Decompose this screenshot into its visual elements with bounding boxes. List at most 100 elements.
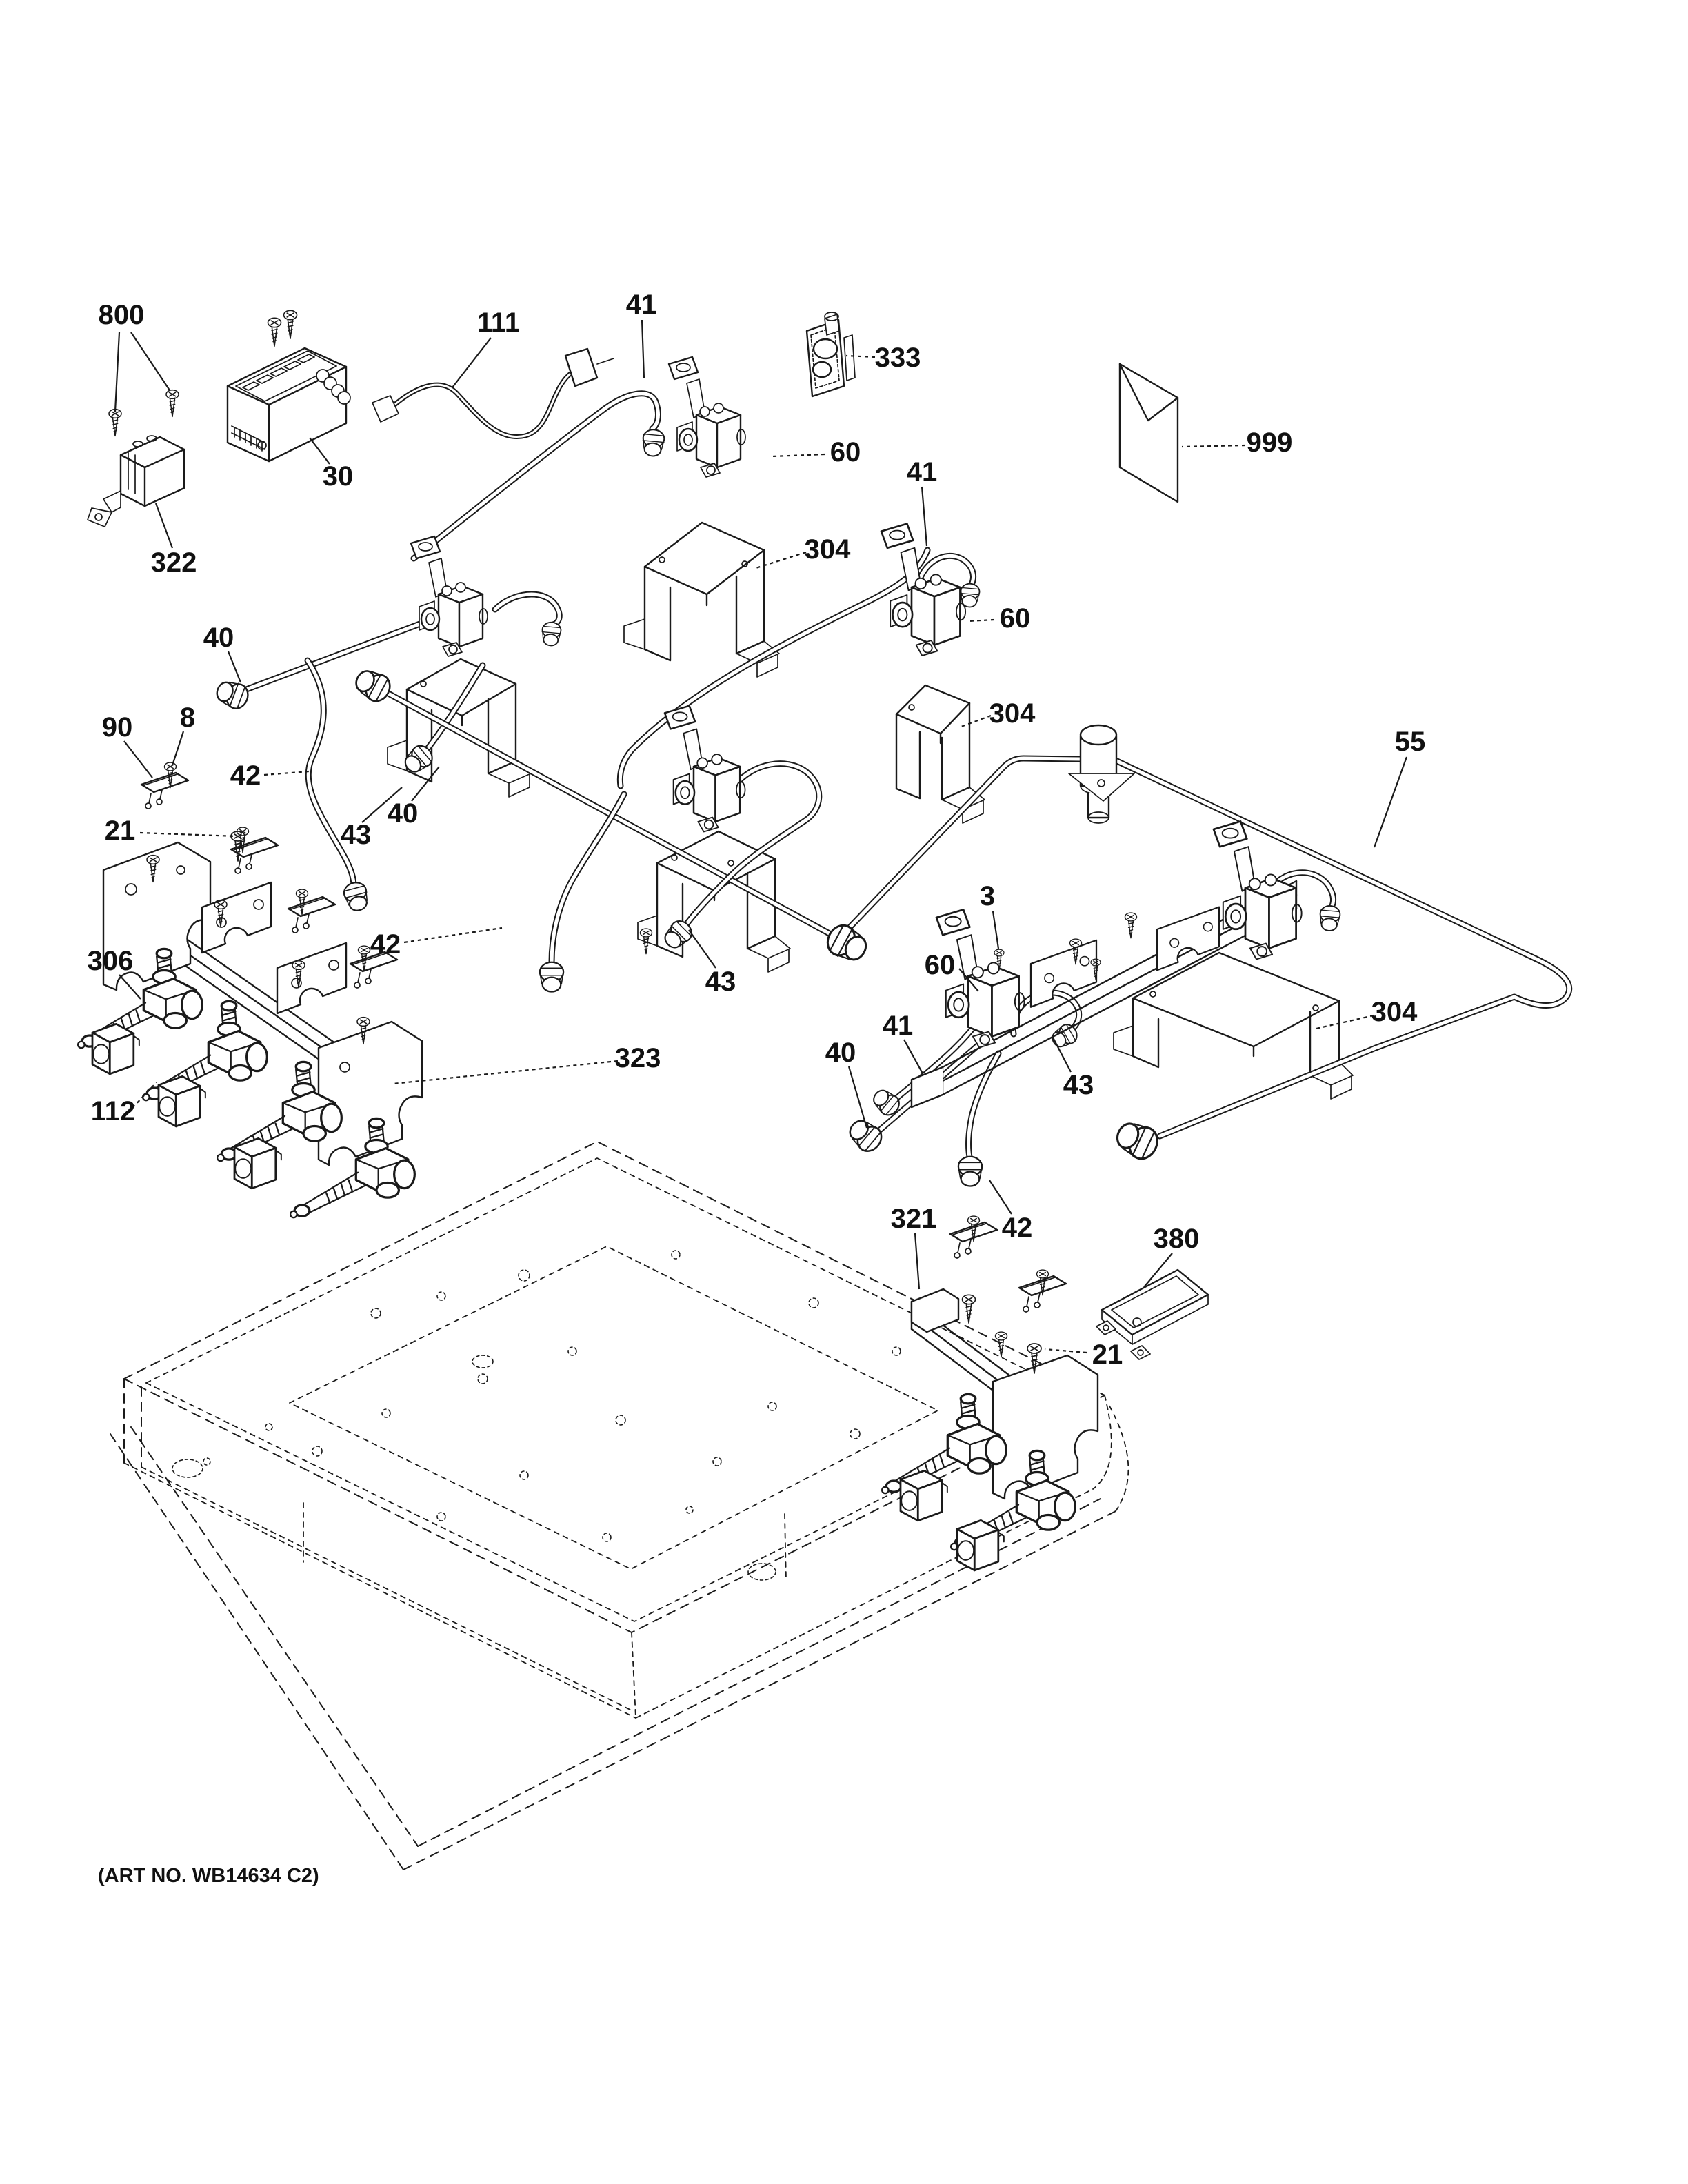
callout-label: 380 [1154,1224,1200,1254]
leader-line [263,770,310,776]
leader-line [154,503,174,549]
callout-label: 21 [1092,1339,1123,1370]
callout-label: 321 [891,1204,937,1234]
tube-41-top [410,390,661,562]
leader-line [309,437,330,465]
callout-label: 304 [1372,997,1418,1027]
callout-label: 40 [825,1038,856,1068]
valve-333 [805,312,856,398]
callout-label: 43 [705,967,736,997]
leader-line [688,929,716,969]
callout-label: 43 [1063,1070,1094,1100]
bracket-304-b [387,658,532,798]
callout-label: 304 [989,698,1036,729]
callout-label: 90 [102,712,133,742]
leader-line [361,787,403,823]
leader-line [845,354,876,358]
callout-label: 333 [875,343,921,373]
callout-label: 43 [341,820,372,850]
bracket-304-c [895,684,985,824]
leader-line [641,319,645,379]
leader-line [921,486,928,547]
callout-label: 60 [1000,603,1031,634]
leader-line [967,618,995,623]
leader-line [1316,1014,1374,1030]
bottom-manifold [881,1288,1099,1572]
callouts-layer: 800 111 41 333 999 30 60 322 304 41 60 40 90 8 304 55 42… [88,290,1426,1370]
spark-switch-112 [91,1022,141,1075]
leader-line [403,927,503,944]
leader-line [961,714,992,728]
callout-label: 323 [615,1043,661,1073]
callout-label: 3 [980,881,995,911]
callout-label: 41 [626,290,657,320]
callout-label: 30 [323,461,354,492]
leader-line [914,1233,921,1290]
left-manifold [77,841,423,1219]
callout-label: 41 [883,1011,914,1041]
valve-60-mid-left [410,535,489,658]
callout-label: 42 [370,929,401,960]
callout-label: 41 [907,457,938,487]
cable-connector [564,347,599,387]
leader-line [227,651,242,683]
leader-line [903,1039,923,1074]
callout-label: 60 [925,950,956,980]
chassis-holes [172,1250,901,1581]
leader-line [992,911,1000,949]
callout-label: 40 [203,623,234,653]
spark-module-board-90 [140,771,190,810]
callout-label: 800 [99,300,145,330]
spark-switch [157,1075,207,1128]
chassis-box [110,1141,1129,1870]
right-manifold [910,820,1303,1109]
bracket-304-e [1113,951,1354,1100]
art-number: (ART NO. WB14634 C2) [98,1865,319,1887]
leader-line [1181,444,1246,448]
spark-switch [233,1137,283,1190]
leader-line [1143,1253,1173,1288]
leader-line [132,1082,157,1109]
leader-line [123,740,153,778]
regulator-cap [1068,724,1135,824]
callout-label: 304 [805,534,851,565]
manifold-end-plate-left [102,841,212,991]
tube-42-b [548,791,627,966]
leader-line [392,1060,619,1085]
leader-line [1052,1035,1072,1073]
bracket-304-d [637,830,791,973]
callout-label: 306 [88,946,134,976]
callout-label: 111 [477,307,520,338]
manifold-end-plate-right [317,1020,423,1166]
transformer [87,389,185,527]
leader-line [411,766,440,802]
callout-label: 42 [1002,1213,1033,1243]
bottom-manifold-end-plate [992,1354,1099,1500]
valve-60-top [667,356,747,478]
leader-line [989,1180,1012,1215]
leader-line [1373,756,1408,848]
leader-line [171,731,185,766]
leader-line [119,974,141,1000]
valve-60-middle [663,705,746,833]
leader-line [958,968,979,992]
leader-line [1044,1348,1087,1354]
callout-label: 999 [1247,427,1293,458]
callout-label: 55 [1395,727,1426,757]
callout-label: 322 [151,547,197,578]
leader-line [139,831,237,838]
instruction-envelope [1118,363,1179,503]
tube-42-a [304,657,357,887]
callout-label: 40 [388,798,419,829]
leader-line [847,1066,868,1129]
plate-380 [1096,1268,1209,1360]
callout-label: 60 [830,437,861,467]
leader-line [755,551,807,569]
callout-label: 42 [230,760,261,791]
leader-line [772,453,825,458]
leader-line [130,332,170,391]
leader-line [452,337,492,388]
callout-label: 112 [91,1096,136,1126]
callout-label: 8 [180,702,195,733]
